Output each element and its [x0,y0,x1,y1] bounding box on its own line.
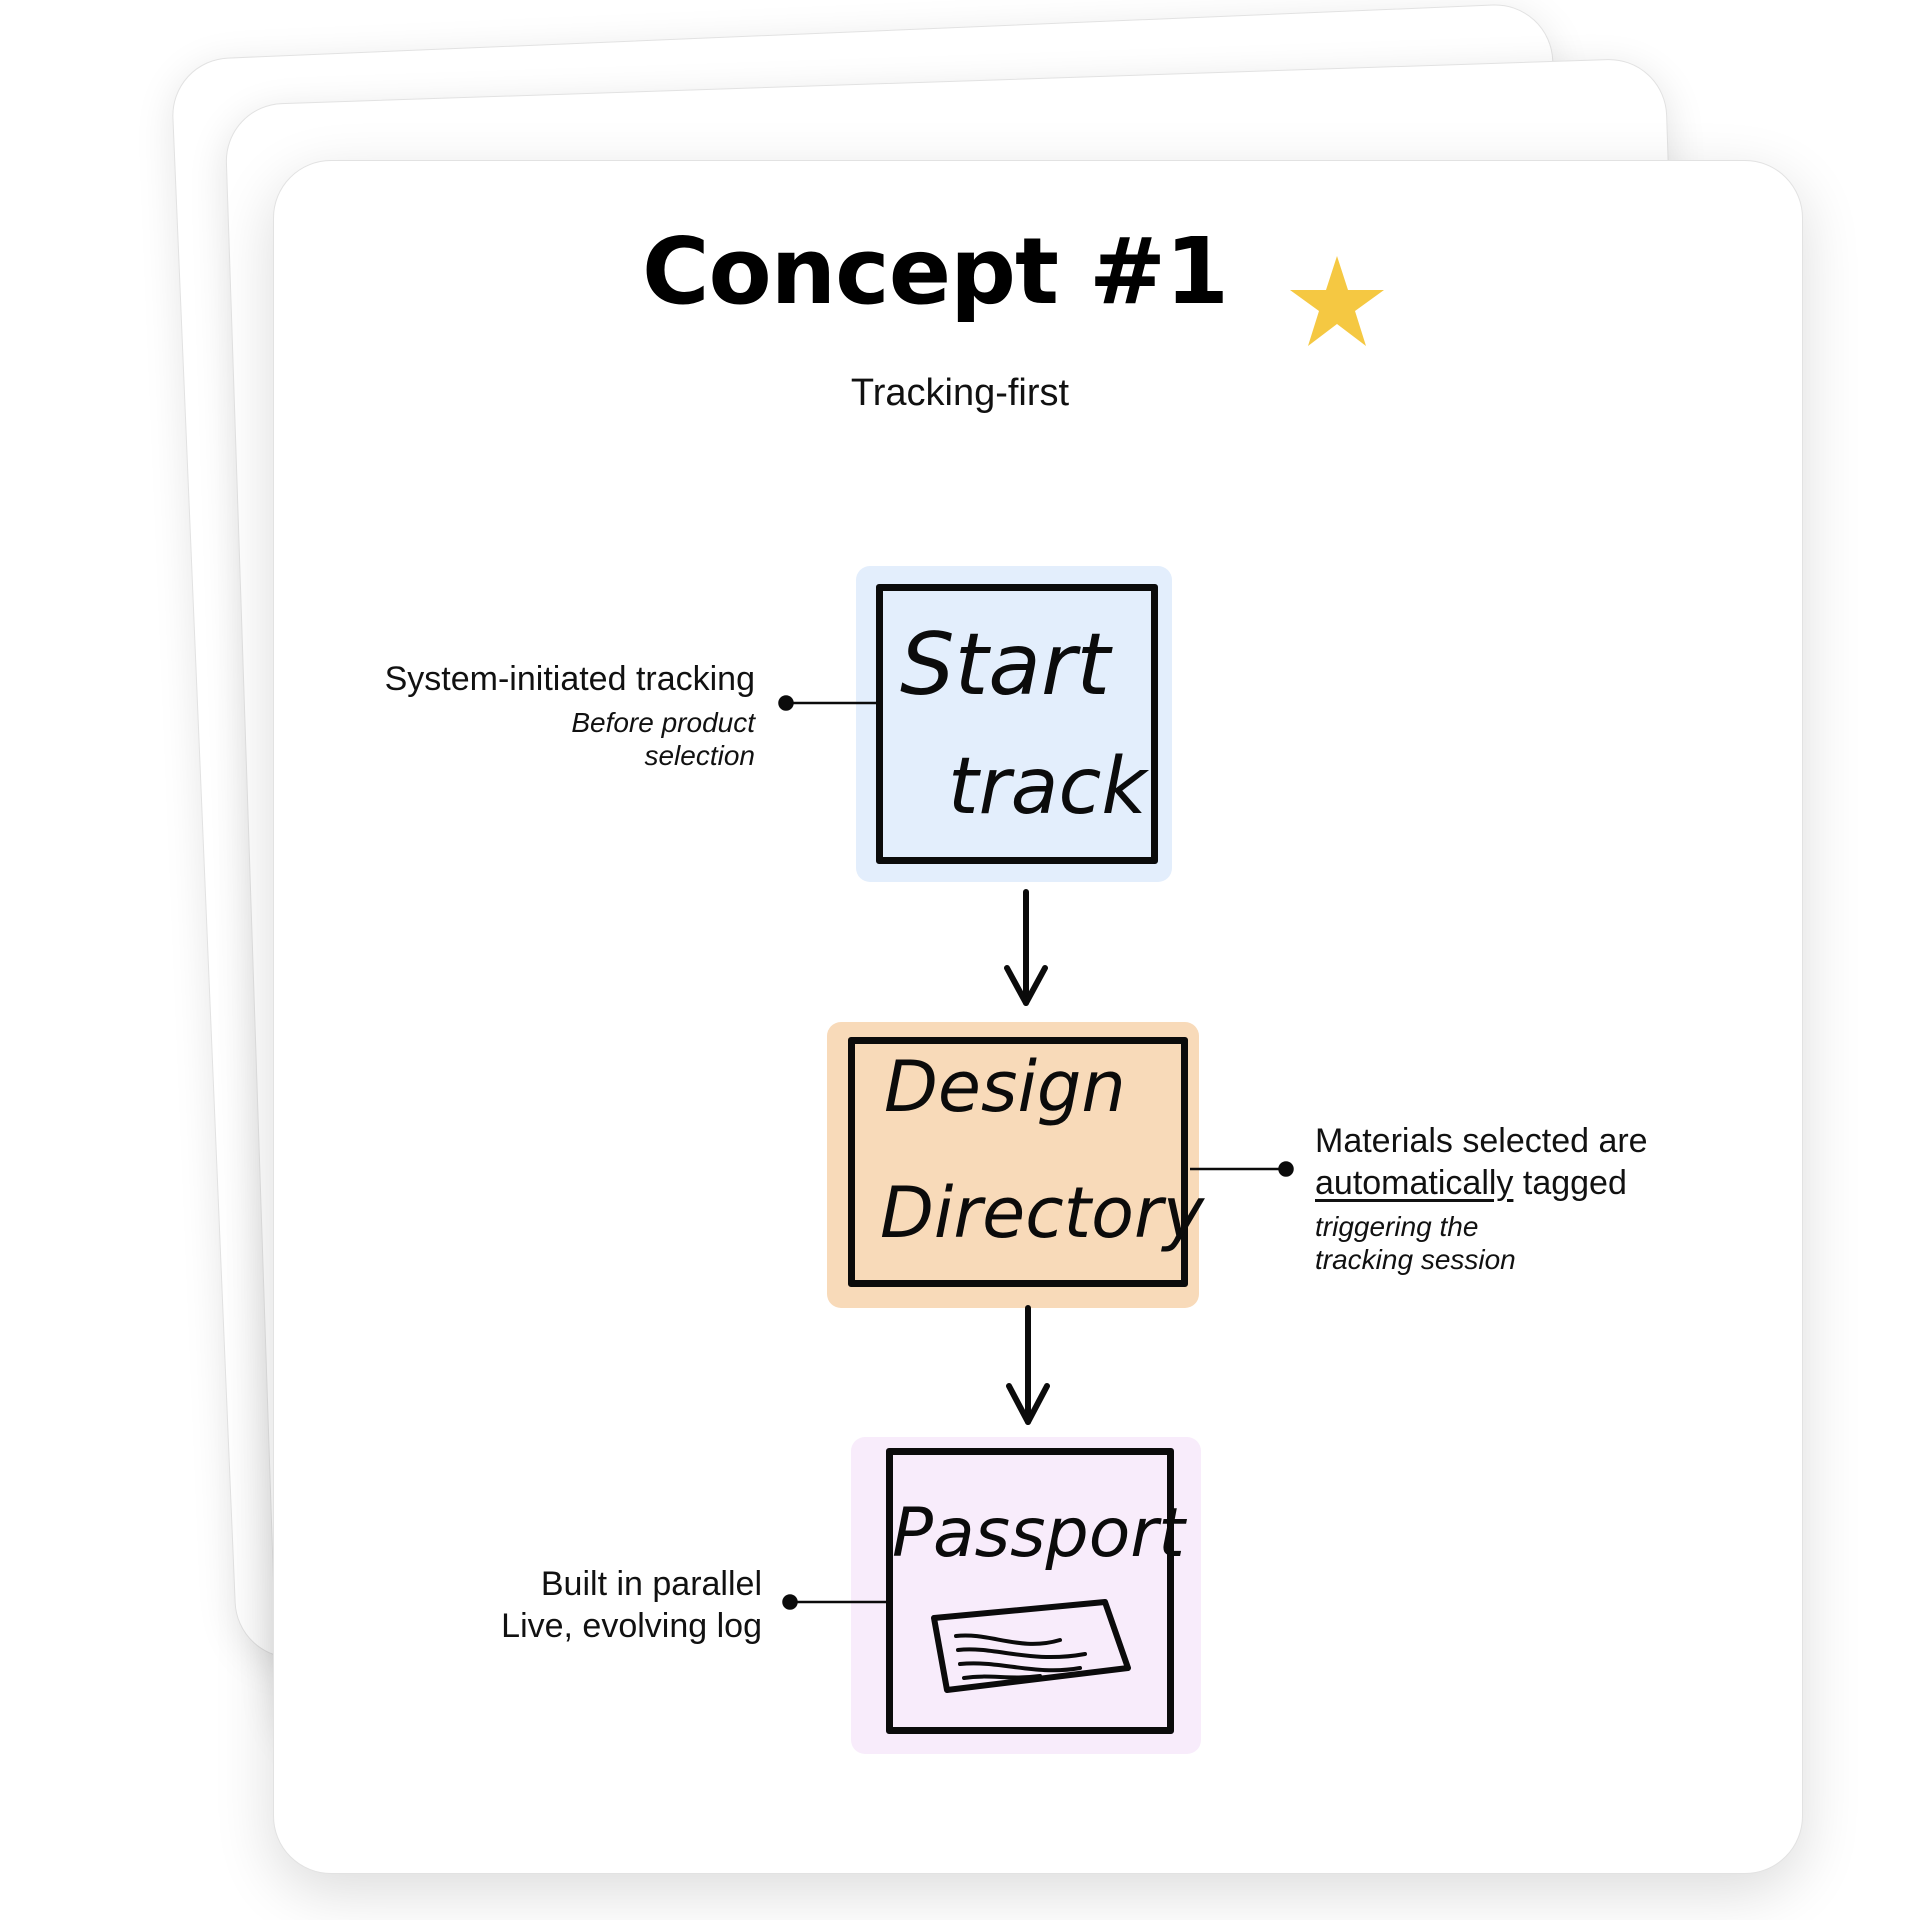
design-directory-frame [848,1037,1188,1287]
passport-annotation-line1: Built in parallel [540,1565,762,1603]
design-annotation: Materials selected are automatically tag… [1315,1120,1648,1276]
passport-annotation-main: Built in parallel Live, evolving log [501,1563,762,1647]
start-annotation-sub-line1: Before product [571,707,755,738]
passport-document-icon [931,1599,1131,1693]
connector-passport-annotation [782,1594,886,1610]
start-track-step [856,566,1172,882]
passport-frame [886,1448,1174,1734]
passport-annotation: Built in parallel Live, evolving log [501,1563,762,1647]
design-annotation-sub-line1: triggering the [1315,1211,1479,1242]
page-title: Concept #1 [641,218,1229,325]
passport-label: Passport [892,1494,1185,1573]
passport-step [851,1437,1201,1754]
connector-design-annotation [1190,1161,1294,1177]
design-annotation-main-line2: automatically tagged [1315,1162,1648,1204]
design-annotation-main-line1: Materials selected are [1315,1122,1648,1160]
arrow-design-to-passport [1006,1305,1050,1425]
design-annotation-rest: tagged [1513,1164,1627,1202]
start-annotation-sub: Before product selection [385,706,755,772]
star-icon [1290,256,1384,346]
design-annotation-main: Materials selected are automatically tag… [1315,1120,1648,1204]
design-directory-label-line2: Directory [880,1172,1205,1254]
design-directory-step [827,1022,1199,1308]
passport-annotation-line2: Live, evolving log [501,1607,762,1645]
start-annotation: System-initiated tracking Before product… [385,658,755,772]
start-track-frame [876,584,1158,864]
arrow-start-to-design [1004,889,1048,1006]
start-annotation-sub-line2: selection [644,740,755,771]
start-track-label-line1: Start [900,615,1111,715]
design-directory-label-line1: Design [884,1046,1126,1128]
start-annotation-main: System-initiated tracking [384,660,755,698]
design-annotation-sub: triggering the tracking session [1315,1210,1648,1276]
design-annotation-underlined: automatically [1315,1164,1514,1202]
design-annotation-sub-line2: tracking session [1315,1244,1516,1275]
connector-start-annotation [778,695,878,711]
start-track-label-line2: track [948,742,1147,832]
subtitle: Tracking-first [850,372,1070,414]
